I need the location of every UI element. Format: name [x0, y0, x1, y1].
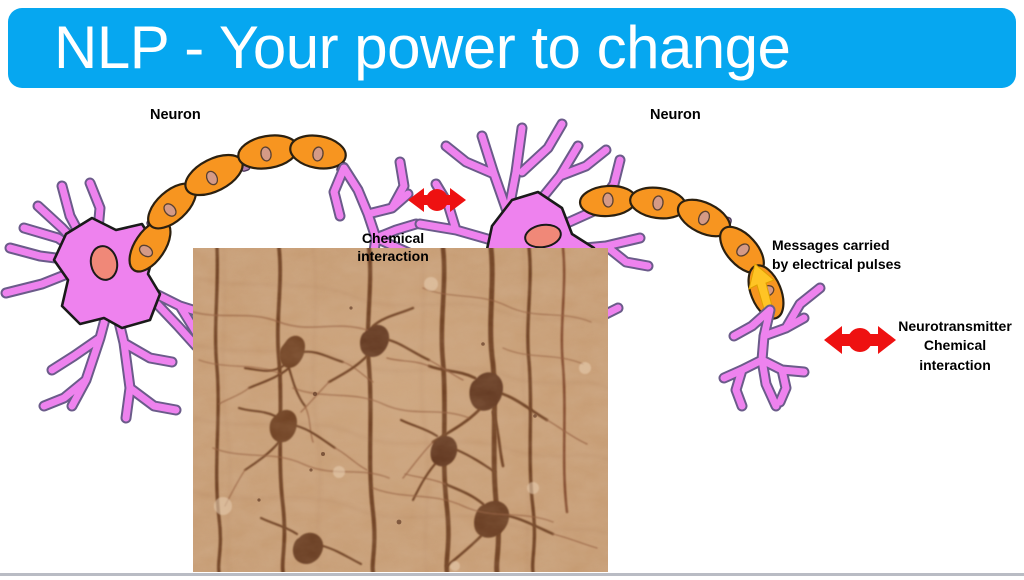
- page-title: NLP - Your power to change: [54, 14, 791, 81]
- neurotransmitter-line3: interaction: [919, 356, 991, 373]
- electrical-pulse-arrow: [748, 263, 775, 310]
- chemical-left-line1: Chemical: [361, 230, 425, 246]
- messages-line1: Messages carried: [772, 237, 890, 253]
- label-neurotransmitter-chemical-interaction: Neurotransmitter Chemical interaction: [888, 317, 1022, 375]
- label-neuron-right: Neuron: [650, 107, 701, 123]
- label-neuron-left: Neuron: [150, 107, 201, 123]
- neurotransmitter-arrow-right: [824, 326, 896, 354]
- golgi-stain-micrograph: .ap{fill:none;stroke:#73381a;stroke-line…: [193, 248, 608, 572]
- chemical-interaction-arrow-left: [408, 188, 466, 212]
- label-messages-electrical-pulses: Messages carried by electrical pulses: [772, 236, 901, 275]
- neurotransmitter-line2: Chemical: [923, 337, 987, 354]
- label-chemical-interaction-left: Chemical interaction: [350, 230, 436, 265]
- bottom-divider: [0, 573, 1024, 576]
- title-banner: NLP - Your power to change: [8, 8, 1016, 88]
- axon-terminal-right: [718, 282, 826, 412]
- neurotransmitter-line1: Neurotransmitter: [898, 318, 1012, 334]
- messages-line2: by electrical pulses: [772, 256, 902, 273]
- axon-right-myelinated: [578, 184, 785, 320]
- chemical-left-line2: interaction: [357, 247, 429, 264]
- axon-left-myelinated: [128, 134, 349, 273]
